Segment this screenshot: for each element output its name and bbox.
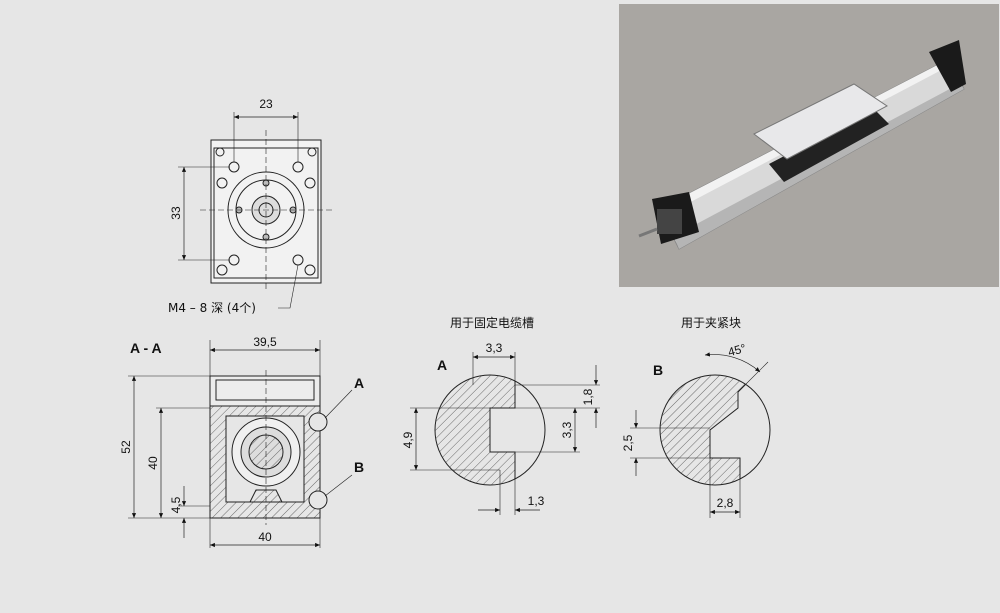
detail-b-dimensions <box>630 352 769 518</box>
dim-a-1-8: 1,8 <box>581 388 595 405</box>
dim-40-bottom: 40 <box>258 530 272 544</box>
product-photo <box>619 4 999 287</box>
dim-33: 33 <box>169 206 183 220</box>
dim-a-1-3: 1,3 <box>528 494 545 508</box>
dim-23: 23 <box>259 97 273 111</box>
dim-52: 52 <box>119 440 133 454</box>
section-title: A - A <box>130 340 162 356</box>
section-dimensions <box>128 340 353 548</box>
label-b: B <box>354 459 364 475</box>
detail-a-circle <box>434 374 546 486</box>
top-view <box>178 112 332 309</box>
linear-actuator-image <box>638 40 966 250</box>
detail-b-caption: 用于夹紧块 <box>681 316 741 330</box>
dim-a-3-3-right: 3,3 <box>560 421 574 438</box>
detail-a-dimensions <box>410 352 600 515</box>
dim-4-5: 4,5 <box>169 496 183 513</box>
dim-b-45deg: 45° <box>726 341 747 359</box>
dim-a-4-9: 4,9 <box>401 431 415 448</box>
dim-40-side: 40 <box>146 456 160 470</box>
detail-a-label: A <box>437 357 447 373</box>
mounting-holes-callout: M4 – 8 深 (4个) <box>168 301 256 315</box>
label-a: A <box>354 375 364 391</box>
dim-a-3-3-top: 3,3 <box>486 341 503 355</box>
dim-b-2-8: 2,8 <box>717 496 734 510</box>
section-view <box>209 370 328 525</box>
dim-b-2-5: 2,5 <box>621 434 635 451</box>
detail-b-label: B <box>653 362 663 378</box>
detail-a-caption: 用于固定电缆槽 <box>450 315 534 330</box>
dim-39-5: 39,5 <box>253 335 277 349</box>
